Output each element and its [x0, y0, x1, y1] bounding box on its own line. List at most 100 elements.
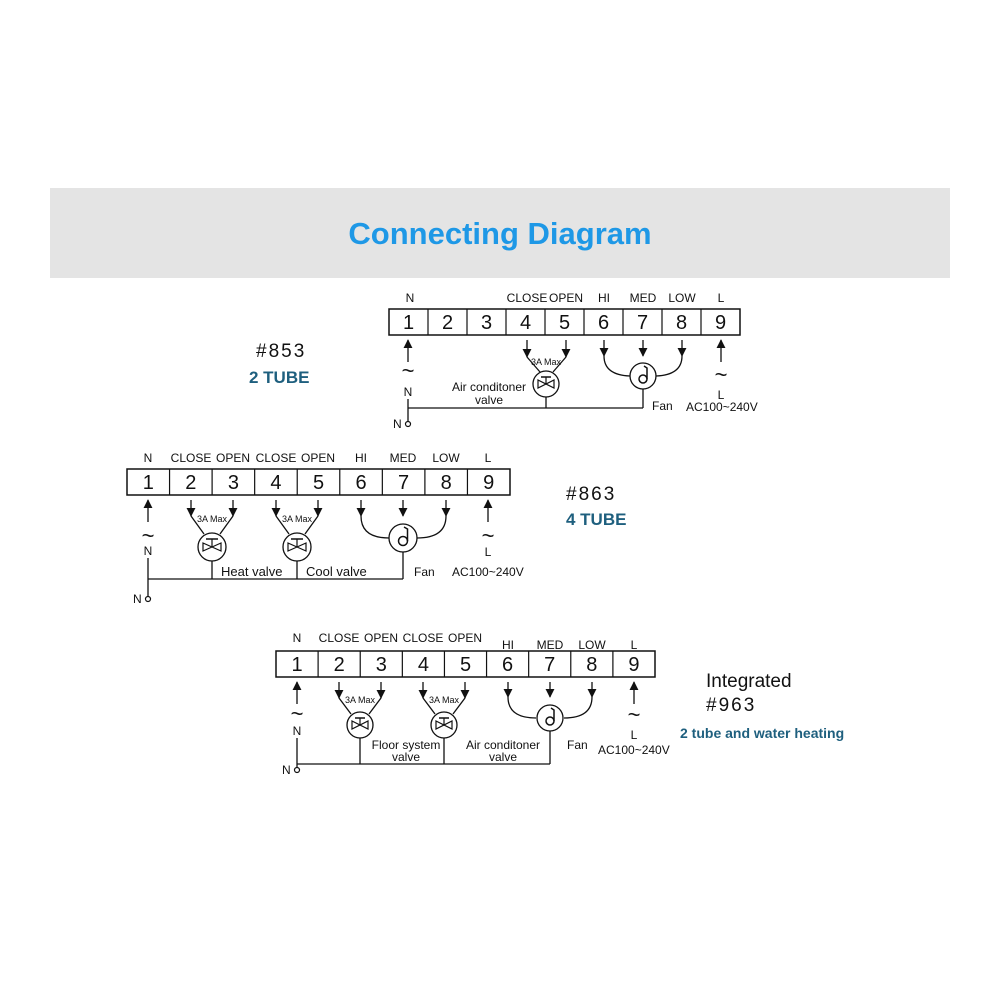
integrated-label: Integrated	[706, 671, 792, 692]
label-open: OPEN	[216, 451, 250, 465]
fan-icon	[536, 704, 564, 732]
terminal-number: 7	[637, 312, 648, 334]
label-l: L	[718, 291, 725, 305]
terminal-number: 1	[403, 312, 414, 334]
page-title: Connecting Diagram	[348, 216, 652, 251]
title-banner: Connecting Diagram	[50, 188, 950, 278]
label-n: N	[293, 631, 302, 645]
terminal-number: 4	[418, 654, 429, 676]
max-current-label: 3A Max	[531, 357, 562, 367]
terminal-block-853	[388, 308, 741, 336]
valve-label: Air conditoner	[452, 380, 526, 394]
terminal-number: 8	[441, 472, 452, 494]
max-current-label: 3A Max	[429, 695, 460, 705]
label-close: CLOSE	[507, 291, 548, 305]
heat-valve-label: Heat valve	[221, 564, 282, 579]
fan-icon	[629, 362, 657, 390]
terminal-number: 3	[481, 312, 492, 334]
label-n: N	[144, 451, 153, 465]
label-open: OPEN	[301, 451, 335, 465]
label-low: LOW	[578, 638, 606, 652]
label-hi: HI	[502, 638, 514, 652]
label-med: MED	[390, 451, 417, 465]
terminal-number: 4	[520, 312, 531, 334]
terminal-number: 3	[228, 472, 239, 494]
terminal-number: 6	[355, 472, 366, 494]
cool-valve-label: Cool valve	[306, 564, 367, 579]
label-l: L	[718, 388, 725, 402]
label-low: LOW	[432, 451, 460, 465]
model-963: #963	[706, 695, 756, 716]
terminal-number: 1	[291, 654, 302, 676]
n-terminal-icon	[404, 420, 412, 428]
max-current-label: 3A Max	[345, 695, 376, 705]
max-current-label: 3A Max	[282, 514, 313, 524]
diagram-963: Integrated #963 2 tube and water heating…	[275, 631, 844, 777]
label-close: CLOSE	[171, 451, 212, 465]
label-l: L	[485, 451, 492, 465]
label-open: OPEN	[448, 631, 482, 645]
n-terminal-icon	[293, 766, 301, 774]
terminal-number: 8	[676, 312, 687, 334]
terminal-number: 9	[715, 312, 726, 334]
n-terminal-icon	[144, 595, 152, 603]
terminal-number: 5	[313, 472, 324, 494]
fan-label: Fan	[652, 399, 673, 413]
model-853: #853	[256, 341, 306, 362]
label-close: CLOSE	[256, 451, 297, 465]
voltage-label: AC100~240V	[686, 400, 758, 414]
label-med: MED	[630, 291, 657, 305]
voltage-label: AC100~240V	[598, 743, 670, 757]
ac-symbol: ~	[142, 523, 155, 548]
voltage-label: AC100~240V	[452, 565, 524, 579]
heat-valve-icon	[197, 532, 227, 562]
terminal-number: 8	[586, 654, 597, 676]
terminal-number: 2	[334, 654, 345, 676]
ac-symbol: ~	[482, 523, 495, 548]
fan-label: Fan	[567, 738, 588, 752]
terminal-number: 9	[483, 472, 494, 494]
label-hi: HI	[355, 451, 367, 465]
floor-valve-label: valve	[392, 750, 420, 764]
label-n: N	[144, 544, 153, 558]
terminal-number: 2	[442, 312, 453, 334]
valve-icon	[532, 370, 560, 398]
max-current-label: 3A Max	[197, 514, 228, 524]
air-valve-icon	[430, 711, 458, 739]
air-valve-label: valve	[489, 750, 517, 764]
cool-valve-icon	[282, 532, 312, 562]
ac-symbol: ~	[715, 362, 728, 387]
floor-valve-icon	[346, 711, 374, 739]
terminal-number: 7	[398, 472, 409, 494]
valve-label: valve	[475, 393, 503, 407]
terminal-number: 9	[628, 654, 639, 676]
label-l: L	[631, 728, 638, 742]
terminal-block-863	[126, 468, 511, 496]
terminal-cells-863: 1 2 3 4 5 6 7 8 9	[143, 469, 494, 495]
label-l: L	[631, 638, 638, 652]
label-med: MED	[537, 638, 564, 652]
terminal-block-963	[275, 650, 656, 678]
terminal-number: 6	[598, 312, 609, 334]
label-close: CLOSE	[319, 631, 360, 645]
terminal-number: 2	[185, 472, 196, 494]
terminal-number: 1	[143, 472, 154, 494]
label-n: N	[293, 724, 302, 738]
type-963: 2 tube and water heating	[680, 725, 844, 741]
terminal-number: 5	[559, 312, 570, 334]
type-863: 4 TUBE	[566, 510, 626, 529]
label-l: L	[485, 545, 492, 559]
ac-symbol: ~	[402, 358, 415, 383]
fan-icon	[388, 523, 418, 553]
terminal-number: 5	[460, 654, 471, 676]
terminal-number: 6	[502, 654, 513, 676]
terminal-cells-853: 1 2 3 4 5 6 7 8 9	[403, 309, 726, 335]
type-853: 2 TUBE	[249, 368, 309, 387]
terminal-number: 4	[270, 472, 281, 494]
label-n: N	[406, 291, 415, 305]
ac-symbol: ~	[628, 702, 641, 727]
